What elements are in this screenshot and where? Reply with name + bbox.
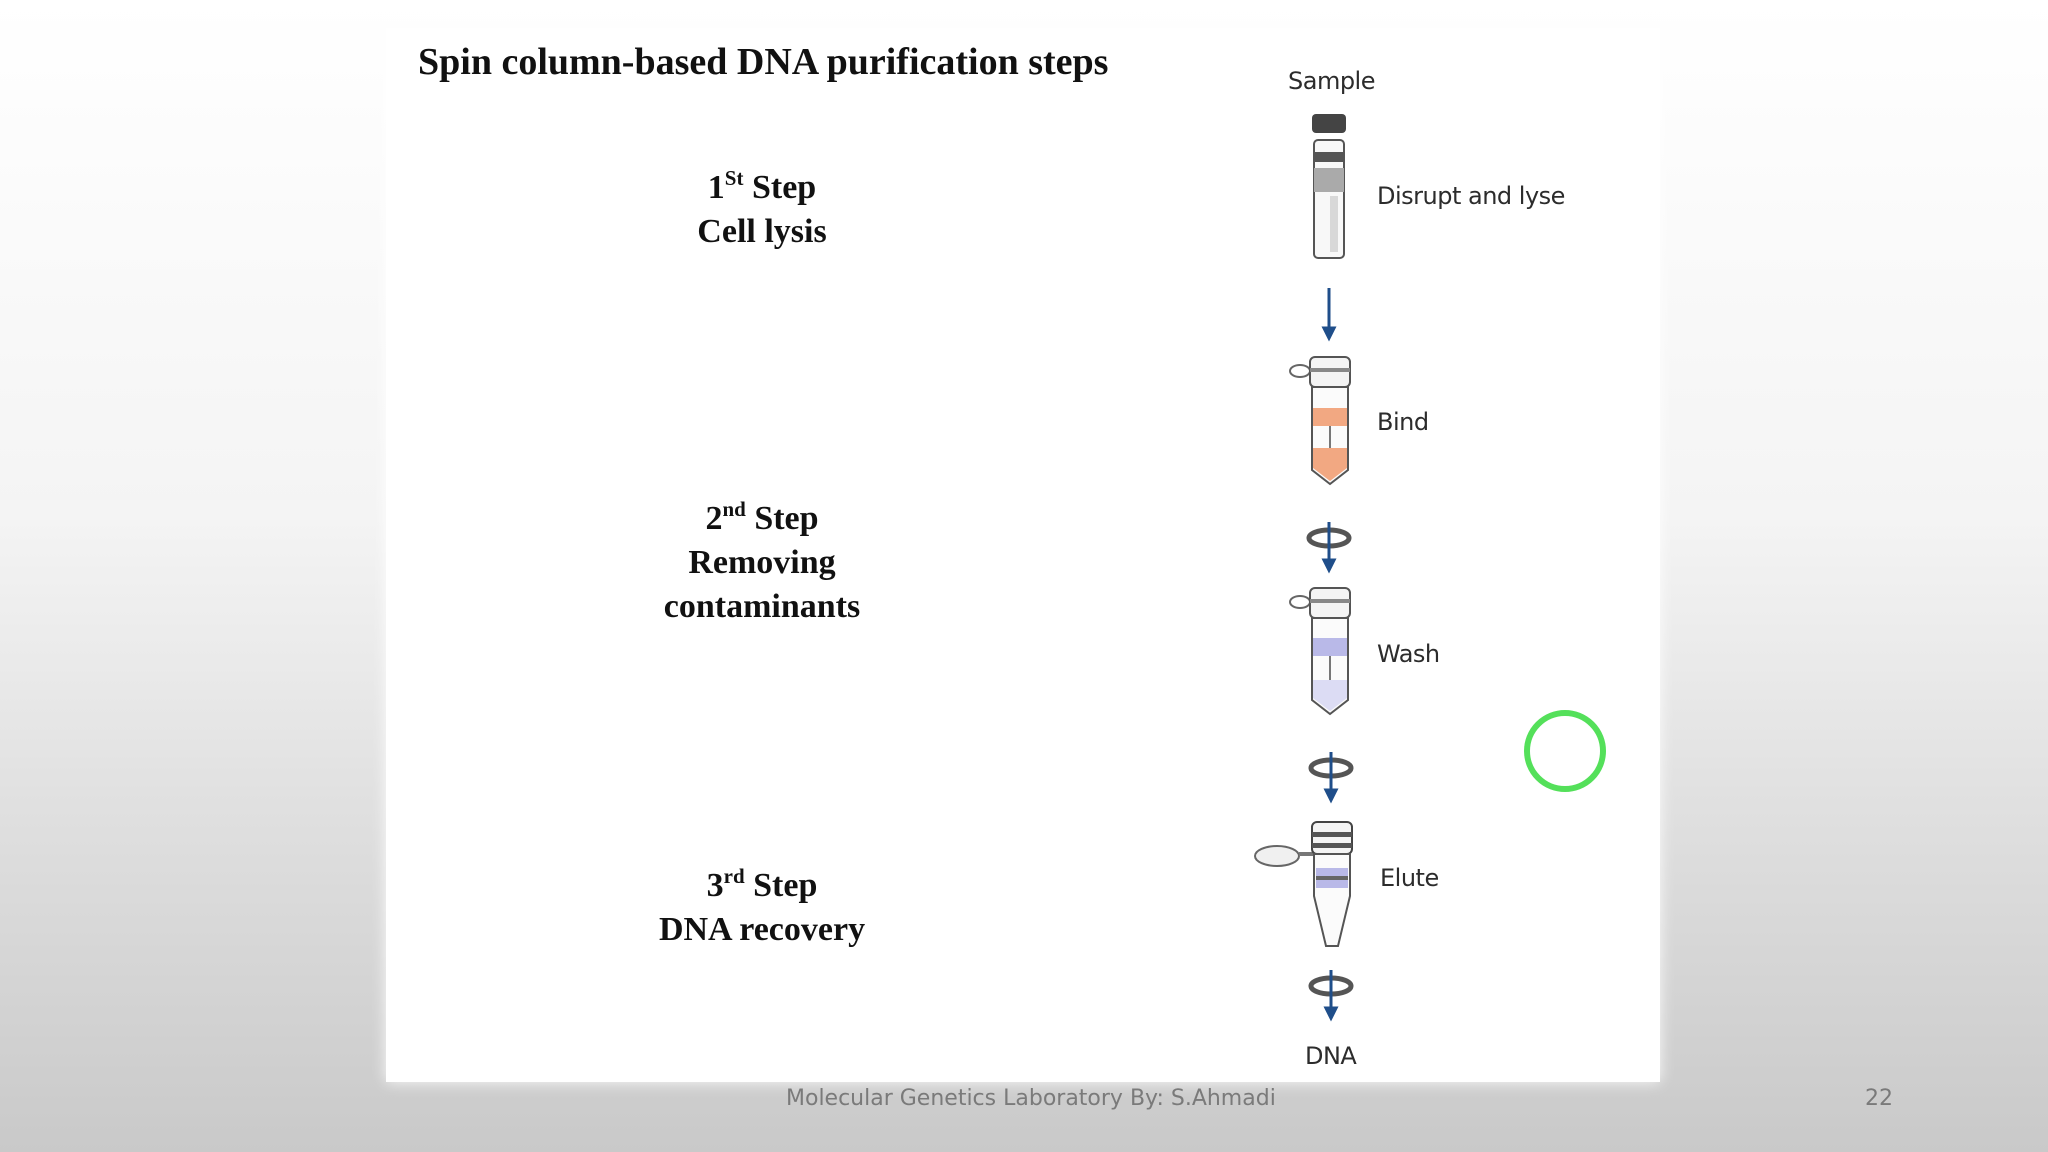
step-3-heading: 3rd Step: [706, 864, 818, 905]
step-2-description-line-1: Removing: [688, 544, 836, 581]
spin-arrow-icon: [1306, 522, 1352, 574]
sample-label: Sample: [1288, 67, 1376, 95]
slide-content-panel: [386, 28, 1660, 1082]
step-3-description: DNA recovery: [658, 911, 866, 948]
dna-label: DNA: [1305, 1042, 1357, 1070]
step-2-description-line-2: contaminants: [663, 588, 861, 625]
footer-credit: Molecular Genetics Laboratory By: S.Ahma…: [786, 1086, 1276, 1111]
step-3: 3rd Step DNA recovery: [552, 864, 972, 952]
spin-arrow-icon: [1308, 970, 1354, 1022]
slide-number: 22: [1865, 1086, 1893, 1111]
wash-column-icon: [1289, 587, 1351, 716]
disrupt-lyse-label: Disrupt and lyse: [1377, 182, 1565, 210]
step-1-description: Cell lysis: [697, 213, 827, 250]
cursor-highlight-ring: [1524, 710, 1606, 792]
step-2-heading: 2nd Step: [705, 497, 819, 538]
bind-column-icon: [1289, 356, 1351, 486]
spin-arrow-icon: [1308, 752, 1354, 804]
elute-label: Elute: [1380, 864, 1439, 892]
wash-label: Wash: [1377, 640, 1440, 668]
bind-label: Bind: [1377, 408, 1429, 436]
step-1: 1St Step Cell lysis: [552, 166, 972, 254]
slide-title: Spin column-based DNA purification steps: [418, 41, 1109, 83]
step-1-heading: 1St Step: [707, 166, 817, 207]
elute-tube-icon: [1254, 821, 1353, 947]
step-2: 2nd Step Removing contaminants: [552, 497, 972, 629]
sample-tube-icon: [1312, 114, 1346, 259]
